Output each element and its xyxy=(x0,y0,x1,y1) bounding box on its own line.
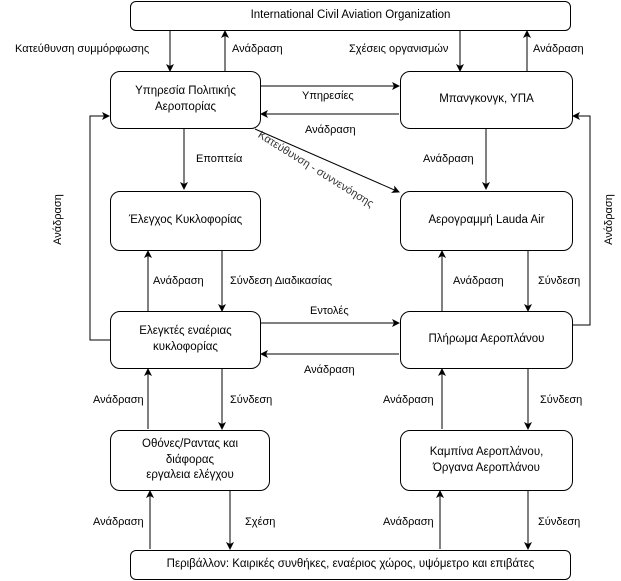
caa-box: Υπηρεσία Πολιτικής Αεροπορίας xyxy=(110,71,261,129)
label-feedback-env-cabin: Ανάδραση xyxy=(383,516,434,528)
label-compliance-direction: Κατεύθυνση συμμόρφωσης xyxy=(15,43,150,55)
atc-box: Ελεγκτές εναέριας κυκλοφορίας xyxy=(110,311,261,369)
label-feedback-radar-atc: Ανάδραση xyxy=(93,394,144,406)
label-feedback-bangkok-lauda: Ανάδραση xyxy=(423,153,474,165)
crew-box: Πλήρωμα Αεροπλάνου xyxy=(400,311,573,369)
lauda-box: Αερογραμμή Lauda Air xyxy=(400,191,573,251)
label-relation-radar-env: Σχέση xyxy=(245,516,276,528)
label-feedback-crew-atc: Ανάδραση xyxy=(304,364,355,376)
label-feedback-cabin-crew: Ανάδραση xyxy=(383,394,434,406)
label-feedback-right-loop: Ανάδραση xyxy=(602,194,615,245)
cabin-box: Καμπίνα Αεροπλάνου, Όργανα Αεροπλάνου xyxy=(400,430,573,491)
label-link-atc-radar: Σύνδεση xyxy=(230,394,273,406)
arrow-right-feedback-loop xyxy=(572,112,591,326)
environment-box: Περιβάλλον: Καιρικές συνθήκες, εναέριος … xyxy=(130,550,571,580)
label-link-lauda-crew: Σύνδεση xyxy=(538,275,581,287)
bangkok-box: Μπανγκονγκ, ΥΠΑ xyxy=(400,71,573,129)
label-org-relations: Σχέσεις οργανισμών xyxy=(349,43,449,55)
icao-box: International Civil Aviation Organizatio… xyxy=(130,1,571,31)
label-link-cabin-env: Σύνδεση xyxy=(538,516,581,528)
label-feedback-left-loop: Ανάδραση xyxy=(51,194,64,245)
traffic-control-box: Έλεγχος Κυκλοφορίας xyxy=(110,191,261,251)
label-feedback-caa-bangkok: Ανάδραση xyxy=(305,124,356,136)
radar-box: Οθόνες/Ραντας και διάφορας εργαλεια ελέγ… xyxy=(110,430,270,491)
label-procedure-link: Σύνδεση Διαδικασίας xyxy=(230,275,333,287)
arrow-caa-to-lauda xyxy=(254,128,400,193)
label-feedback-env-radar: Ανάδραση xyxy=(93,516,144,528)
label-services: Υπηρεσίες xyxy=(302,90,354,102)
label-feedback-icao-left: Ανάδραση xyxy=(232,43,283,55)
label-feedback-crew-lauda: Ανάδραση xyxy=(453,275,504,287)
label-feedback-icao-right: Ανάδραση xyxy=(533,43,584,55)
arrow-left-feedback-loop xyxy=(89,112,110,341)
label-feedback-atc-traffic: Ανάδραση xyxy=(153,275,204,287)
label-link-crew-cabin: Σύνδεση xyxy=(540,394,583,406)
label-commands: Εντολές xyxy=(310,305,349,317)
label-supervision: Εποπτεία xyxy=(196,153,243,165)
